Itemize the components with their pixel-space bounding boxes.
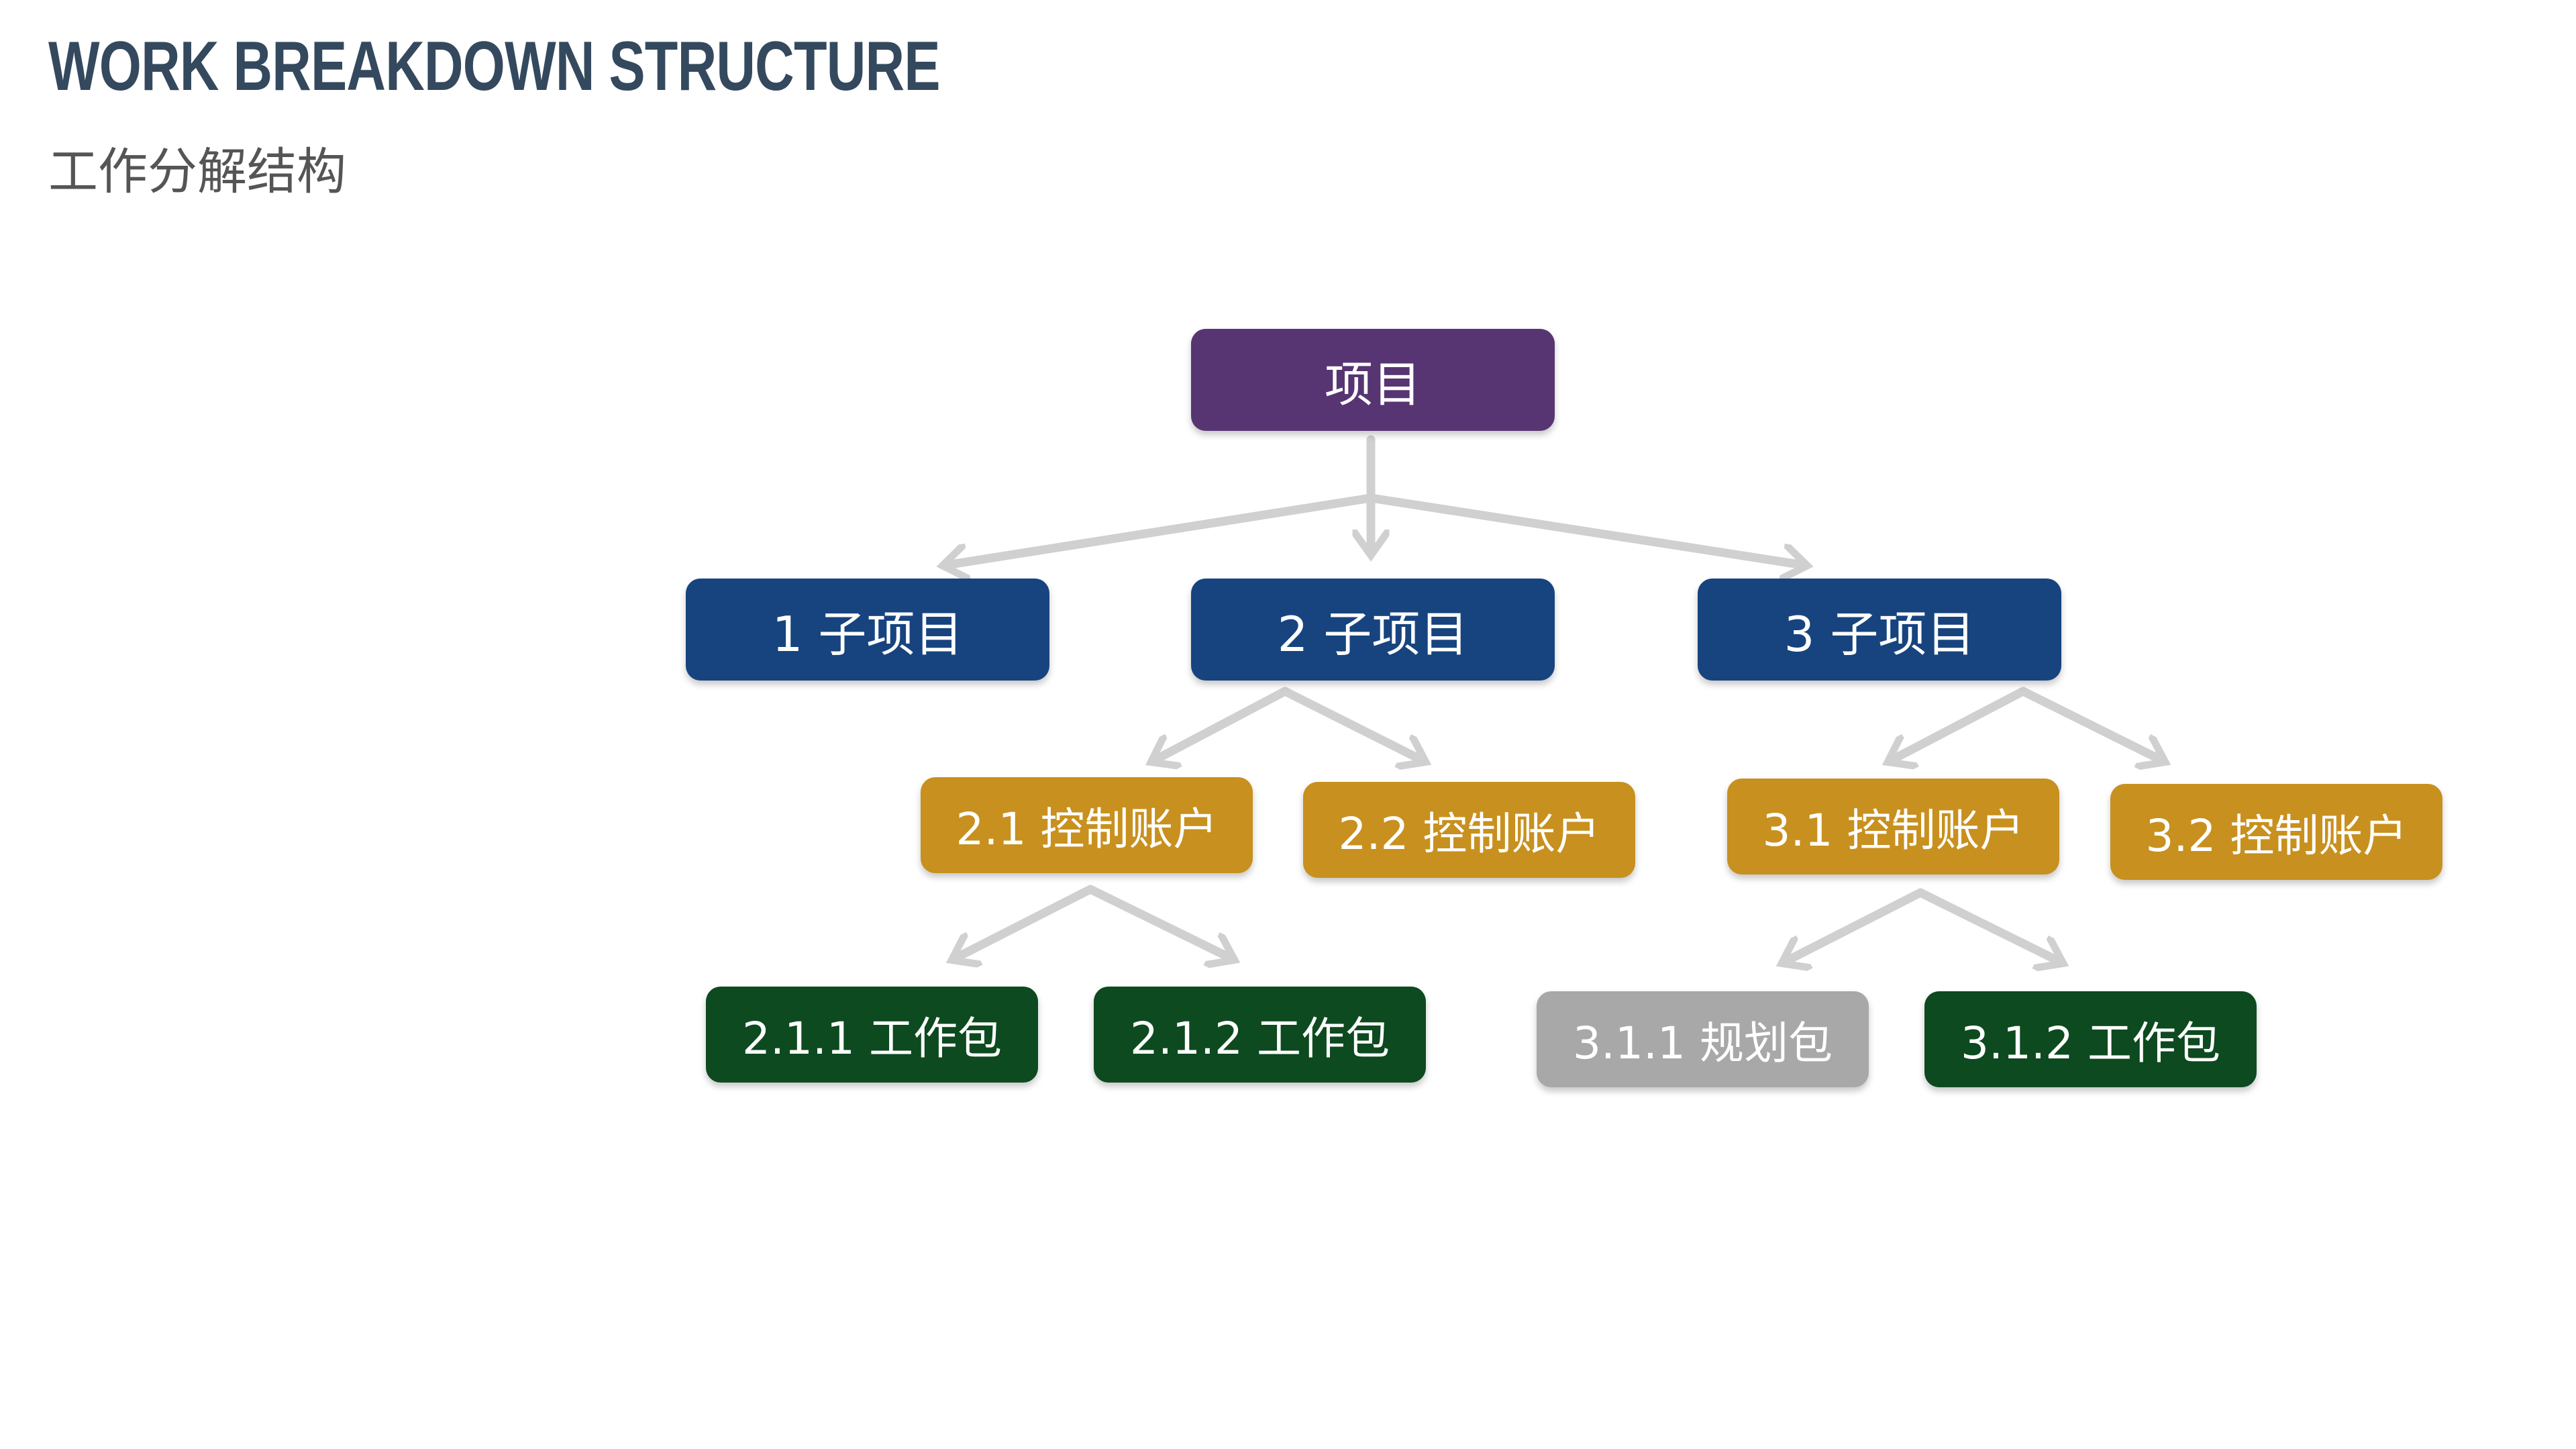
wbs-node-control-account-2-1: 2.1 控制账户 [921,777,1253,873]
connector-root-sub1 [946,493,1376,565]
wbs-node-control-account-3-2: 3.2 控制账户 [2110,784,2442,880]
page-subtitle: 工作分解结构 [48,143,346,201]
wbs-node-subproject-3: 3 子项目 [1698,579,2061,681]
connector-ctrl31-wp312 [1916,888,2060,962]
connector-sub3-ctrl31 [1891,687,2028,760]
wbs-node-subproject-2: 2 子项目 [1191,579,1555,681]
connector-sub2-ctrl21 [1154,687,1290,760]
connector-ctrl21-wp211 [955,885,1095,958]
connector-sub3-ctrl32 [2018,687,2162,760]
page-title: WORK BREAKDOWN STRUCTURE [48,28,940,105]
wbs-node-planning-package-3-1-1: 3.1.1 规划包 [1537,991,1869,1087]
wbs-node-control-account-2-2: 2.2 控制账户 [1303,782,1635,878]
wbs-node-work-package-2-1-2: 2.1.2 工作包 [1094,987,1426,1083]
connector-ctrl31-pp311 [1785,888,1925,962]
connector-root-sub3 [1366,493,1804,565]
wbs-node-work-package-2-1-1: 2.1.1 工作包 [706,987,1038,1083]
wbs-node-work-package-3-1-2: 3.1.2 工作包 [1924,991,2257,1087]
wbs-node-project: 项目 [1191,329,1555,431]
wbs-node-subproject-1: 1 子项目 [686,579,1049,681]
wbs-node-control-account-3-1: 3.1 控制账户 [1727,779,2059,875]
connector-sub2-ctrl22 [1280,687,1423,760]
connector-ctrl21-wp212 [1086,885,1231,958]
